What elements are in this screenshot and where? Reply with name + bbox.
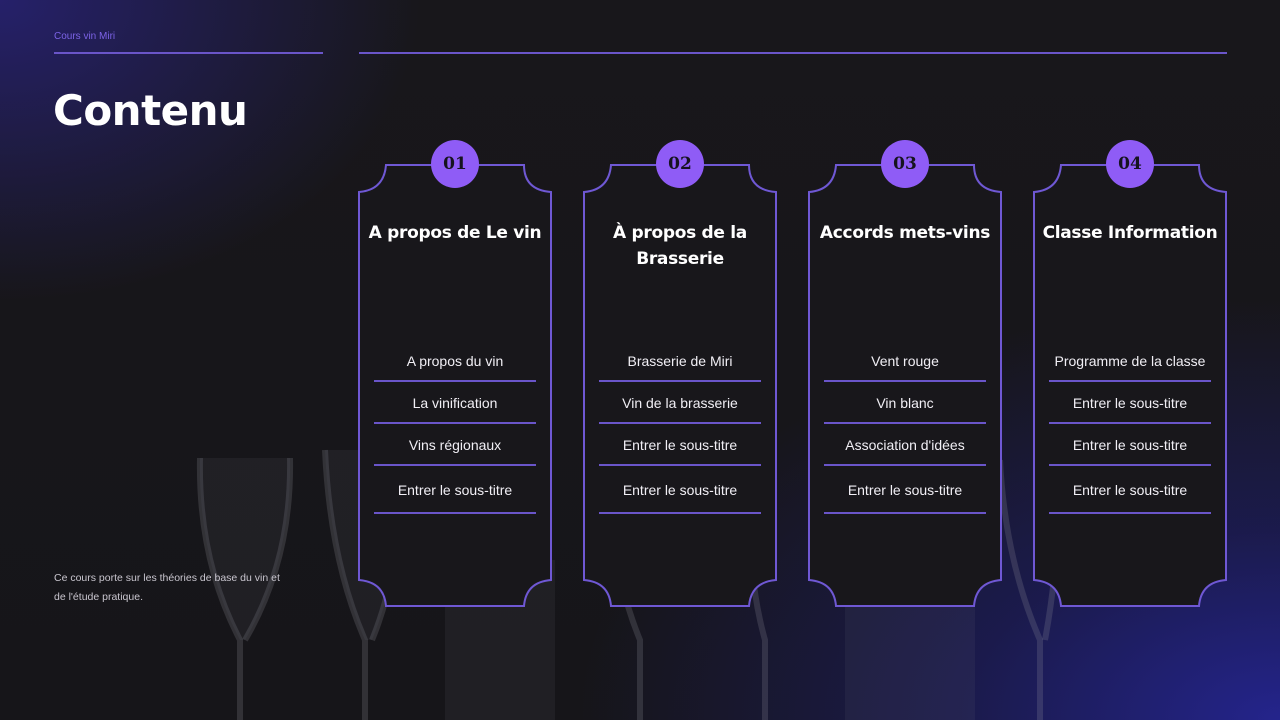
header-divider-right [359, 52, 1227, 54]
content-card-1[interactable]: 01 A propos de Le vin A propos du vin La… [358, 140, 552, 610]
brand-label: Cours vin Miri [54, 31, 116, 42]
card-frame [583, 164, 777, 607]
card-title: À propos de la Brasserie [613, 223, 747, 269]
card-item[interactable]: Entrer le sous-titre [1049, 382, 1211, 424]
section-number-badge: 01 [431, 140, 479, 188]
card-item-list: Brasserie de Miri Vin de la brasserie En… [599, 340, 761, 514]
card-frame [358, 164, 552, 607]
content-card-3[interactable]: 03 Accords mets-vins Vent rouge Vin blan… [808, 140, 1002, 610]
card-item[interactable]: Entrer le sous-titre [824, 466, 986, 514]
card-title: A propos de Le vin [368, 223, 542, 243]
section-number-badge: 02 [656, 140, 704, 188]
card-item[interactable]: Vins régionaux [374, 424, 536, 466]
header-divider-left [54, 52, 323, 54]
content-card-2[interactable]: 02 À propos de la Brasserie Brasserie de… [583, 140, 777, 610]
card-item[interactable]: Association d'idées [824, 424, 986, 466]
content-card-4[interactable]: 04 Classe Information Programme de la cl… [1033, 140, 1227, 610]
card-item[interactable]: La vinification [374, 382, 536, 424]
card-title: Accords mets-vins [819, 223, 991, 243]
card-item[interactable]: A propos du vin [374, 340, 536, 382]
page-title: Contenu [53, 86, 248, 135]
card-item-list: A propos du vin La vinification Vins rég… [374, 340, 536, 514]
card-item[interactable]: Entrer le sous-titre [599, 424, 761, 466]
card-title: Classe Information [1042, 223, 1218, 243]
card-item[interactable]: Vent rouge [824, 340, 986, 382]
section-number-badge: 03 [881, 140, 929, 188]
section-number-badge: 04 [1106, 140, 1154, 188]
card-item-list: Vent rouge Vin blanc Association d'idées… [824, 340, 986, 514]
card-item[interactable]: Vin de la brasserie [599, 382, 761, 424]
course-description: Ce cours porte sur les théories de base … [54, 572, 280, 603]
card-item[interactable]: Entrer le sous-titre [374, 466, 536, 514]
card-item[interactable]: Entrer le sous-titre [599, 466, 761, 514]
card-item[interactable]: Vin blanc [824, 382, 986, 424]
card-item[interactable]: Entrer le sous-titre [1049, 466, 1211, 514]
card-item[interactable]: Entrer le sous-titre [1049, 424, 1211, 466]
card-item-list: Programme de la classe Entrer le sous-ti… [1049, 340, 1211, 514]
card-item[interactable]: Programme de la classe [1049, 340, 1211, 382]
card-frame [808, 164, 1002, 607]
card-frame [1033, 164, 1227, 607]
card-item[interactable]: Brasserie de Miri [599, 340, 761, 382]
